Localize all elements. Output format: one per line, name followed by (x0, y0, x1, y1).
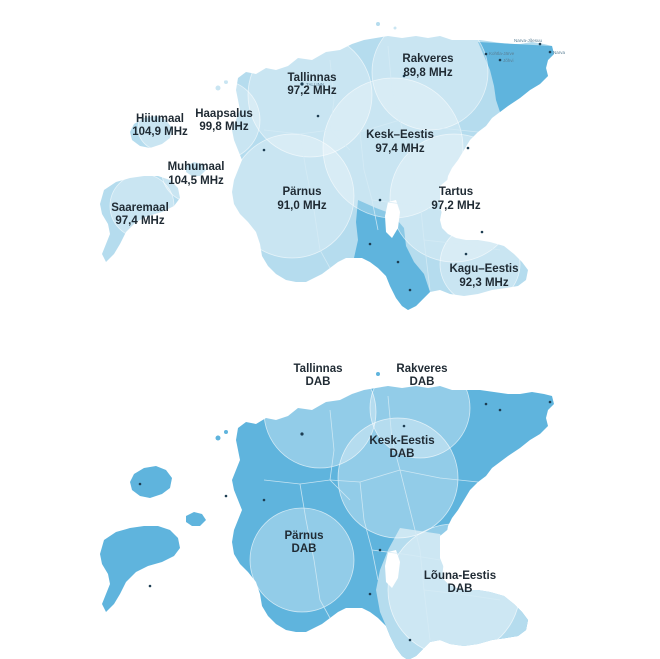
muhu-island-dab (186, 512, 206, 526)
svg-text:Narva: Narva (553, 50, 566, 55)
dab-label-tallinn-tech: DAB (306, 376, 331, 388)
dab-label-rakvere-name: Rakveres (396, 363, 447, 375)
coverage-circle-tallinn (247, 32, 373, 158)
label-kagu-eesti-name: Kagu–Eestis (449, 263, 518, 275)
label-haapsalu-freq: 99,8 MHz (199, 121, 248, 133)
label-hiiumaa-name: Hiiumaal (136, 113, 184, 125)
label-saaremaa-name: Saaremaal (111, 202, 169, 214)
label-parnu-name: Pärnus (283, 186, 322, 198)
label-tallinn-freq: 97,2 MHz (287, 85, 336, 97)
dab-coverage-map: Tallinnas DAB Rakveres DAB Kesk-Eestis D… (0, 330, 660, 659)
coverage-circle-haapsalu (179, 79, 261, 161)
dab-label-tallinn-name: Tallinnas (294, 363, 343, 375)
dab-label-parnu-name: Pärnus (285, 530, 324, 542)
svg-text:Kohtla-Järve: Kohtla-Järve (489, 51, 515, 56)
label-hiiumaa-freq: 104,9 MHz (132, 126, 188, 138)
dab-label-louna-eesti-tech: DAB (448, 583, 473, 595)
label-tallinn-name: Tallinnas (288, 72, 337, 84)
coverage-circle-saaremaa (109, 173, 175, 239)
svg-text:Narva-Jõesuu: Narva-Jõesuu (514, 38, 543, 43)
label-parnu-freq: 91,0 MHz (277, 200, 326, 212)
lake-vortsjarv (385, 200, 400, 238)
label-tartu-name: Tartus (439, 186, 473, 198)
coverage-circle-parnu (229, 133, 355, 259)
ida-virumaa-dark-area (478, 42, 554, 112)
label-kesk-eesti-name: Kesk–Eestis (366, 129, 434, 141)
dab-circle-parnu (249, 507, 355, 613)
label-rakvere-freq: 89,8 MHz (403, 67, 452, 79)
fm-coverage-map: TALLINN Kohtla-Järve Jõhvi Narva-Jõesuu … (100, 13, 566, 310)
coverage-circle-hiiumaa (137, 105, 183, 151)
dab-circle-rakvere (369, 357, 471, 459)
label-saaremaa-freq: 97,4 MHz (115, 215, 164, 227)
fm-labels: Tallinnas 97,2 MHz Rakveres 89,8 MHz Haa… (111, 53, 518, 289)
label-rakvere-name: Rakveres (402, 53, 453, 65)
viljandimaa-dark-area (354, 200, 430, 310)
hiiumaa-island-dab (130, 466, 172, 498)
dab-circle-tallinn (263, 355, 377, 469)
label-kagu-eesti-freq: 92,3 MHz (459, 277, 508, 289)
dab-label-kesk-eesti-name: Kesk-Eestis (369, 435, 434, 447)
svg-text:TALLINN: TALLINN (306, 82, 324, 87)
coverage-circle-tartu (389, 133, 519, 263)
label-haapsalu-name: Haapsalus (195, 108, 253, 120)
label-kesk-eesti-freq: 97,4 MHz (375, 143, 424, 155)
dab-label-parnu-tech: DAB (292, 543, 317, 555)
dab-label-kesk-eesti-tech: DAB (390, 448, 415, 460)
dab-circle-kesk-eesti (337, 417, 459, 539)
svg-text:Jõhvi: Jõhvi (503, 58, 514, 63)
dab-label-louna-eesti-name: Lõuna-Eestis (424, 570, 496, 582)
label-muhumaa-freq: 104,5 MHz (168, 175, 224, 187)
label-muhumaa-name: Muhumaal (168, 161, 225, 173)
label-tartu-freq: 97,2 MHz (431, 200, 480, 212)
coverage-circle-rakvere (371, 13, 489, 131)
saaremaa-island-dab (100, 526, 180, 612)
coverage-circle-muhumaa (161, 141, 223, 203)
dab-label-rakvere-tech: DAB (410, 376, 435, 388)
dab-labels: Tallinnas DAB Rakveres DAB Kesk-Eestis D… (285, 363, 497, 595)
